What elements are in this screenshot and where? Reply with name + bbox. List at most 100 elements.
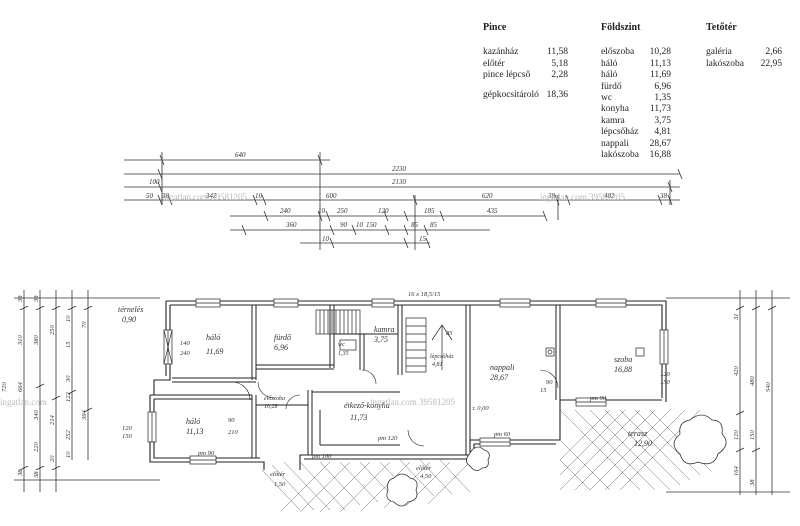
- left-dimension-lines: [14, 290, 160, 492]
- dim-label: 10: [65, 451, 72, 458]
- room-area: 11,13: [186, 427, 203, 436]
- dim-label: 10: [356, 221, 364, 229]
- dim-label: 2230: [392, 165, 407, 173]
- dim-label: 10: [322, 235, 330, 243]
- dim-label: 38: [659, 192, 668, 200]
- dim-label: 214: [49, 415, 56, 426]
- window-cross-hatch: [163, 329, 173, 365]
- dim-label: 342: [205, 192, 217, 200]
- room-area: 4,50: [420, 473, 432, 480]
- dim-label: 15: [540, 387, 547, 394]
- dim-label: 38: [749, 479, 756, 487]
- watermark: ingatlan.com: [0, 397, 47, 407]
- room-name: térnelés: [118, 305, 143, 314]
- dim-label: 38: [161, 192, 170, 200]
- top-dimension-lines: [124, 152, 683, 250]
- watermarks: ingatlan.com 39581205 ingatlan.com 39581…: [0, 192, 625, 407]
- right-dimension-lines: [666, 290, 790, 495]
- room-name: étkező-konyha: [344, 401, 390, 410]
- room-name: lépcsőház: [430, 353, 454, 360]
- dim-label: 435: [487, 207, 498, 215]
- fixtures: [339, 339, 645, 357]
- dim-label: 38: [17, 469, 24, 477]
- dim-label: 38: [33, 471, 40, 479]
- dim-label: 250: [49, 325, 56, 336]
- chimney-icon: [635, 347, 645, 357]
- room-area: 11,69: [206, 347, 223, 356]
- dim-label: 50: [146, 192, 154, 200]
- dim-label: 38: [547, 192, 556, 200]
- door-size: pm 60: [493, 431, 511, 438]
- room-area: 3,75: [373, 335, 388, 344]
- room-area: 1,50: [274, 481, 286, 488]
- window-size: 240: [180, 350, 191, 357]
- door-size: pm 90: [197, 450, 215, 457]
- dim-label: 600: [326, 192, 337, 200]
- dim-label: 122: [65, 392, 72, 403]
- room-name: szoba: [614, 355, 632, 364]
- dim-label: 150: [122, 433, 133, 440]
- room-area: 6,96: [274, 343, 288, 352]
- dim-label: 120: [660, 371, 671, 378]
- room-name: előszoba: [264, 395, 285, 402]
- dim-label: 85: [430, 221, 438, 229]
- dim-label: 10: [318, 207, 326, 215]
- dim-label: 90: [340, 221, 348, 229]
- door-swings: [231, 369, 559, 447]
- top-dimension-labels: 640 2230 2130 100 50 38 342 10 600 620 3…: [146, 151, 668, 243]
- stove-icon: [545, 347, 555, 357]
- door-size: 90: [228, 417, 235, 424]
- dim-label: 240: [280, 207, 291, 215]
- room-name: előtér: [270, 471, 286, 478]
- door-size: pm 100: [311, 453, 332, 460]
- shrubs: [386, 414, 727, 507]
- room-area: 12,90: [634, 439, 652, 448]
- stairs: [315, 309, 453, 373]
- dim-label: 85: [411, 221, 419, 229]
- dim-label: 100: [149, 178, 160, 186]
- level-mark: ± 0,00: [472, 405, 489, 412]
- dim-label: 480: [749, 376, 756, 387]
- room-area: 11,73: [350, 413, 367, 422]
- dim-label: 10: [255, 192, 263, 200]
- table-title: Földszint: [601, 22, 641, 33]
- misc-labels: 16 x 18,5/15 ± 0,00 140 240 90 210 pm 90…: [122, 291, 671, 460]
- dim-label: 252: [65, 430, 72, 441]
- dim-label: 540: [765, 382, 772, 393]
- dim-label: 15: [419, 235, 427, 243]
- dim-label: 120: [733, 430, 740, 441]
- room-area: 10,28: [264, 404, 278, 410]
- room-area: 28,67: [490, 373, 509, 382]
- dim-label: 380: [33, 335, 40, 347]
- dim-label: 360: [285, 221, 297, 229]
- window-size: 140: [180, 340, 191, 347]
- dim-label: 150: [660, 379, 671, 386]
- room-name: fürdő: [274, 333, 292, 342]
- table-title: Pince: [483, 22, 507, 33]
- dim-label: 120: [378, 207, 389, 215]
- dim-label: 310: [17, 335, 24, 347]
- dim-label: 2130: [392, 178, 407, 186]
- room-name: nappali: [490, 363, 514, 372]
- left-dimension-labels: 38 38 310 380 250 10 15 70 720 664 340 2…: [1, 295, 88, 479]
- dim-label: 90: [546, 379, 553, 386]
- watermark: ingatlan.com 39581205: [162, 192, 247, 202]
- room-name: háló: [206, 333, 220, 342]
- room-name: előtér: [416, 465, 432, 472]
- right-dimension-labels: 31 420 480 540 120 150 164 38: [733, 314, 772, 488]
- dim-label: 164: [733, 466, 740, 477]
